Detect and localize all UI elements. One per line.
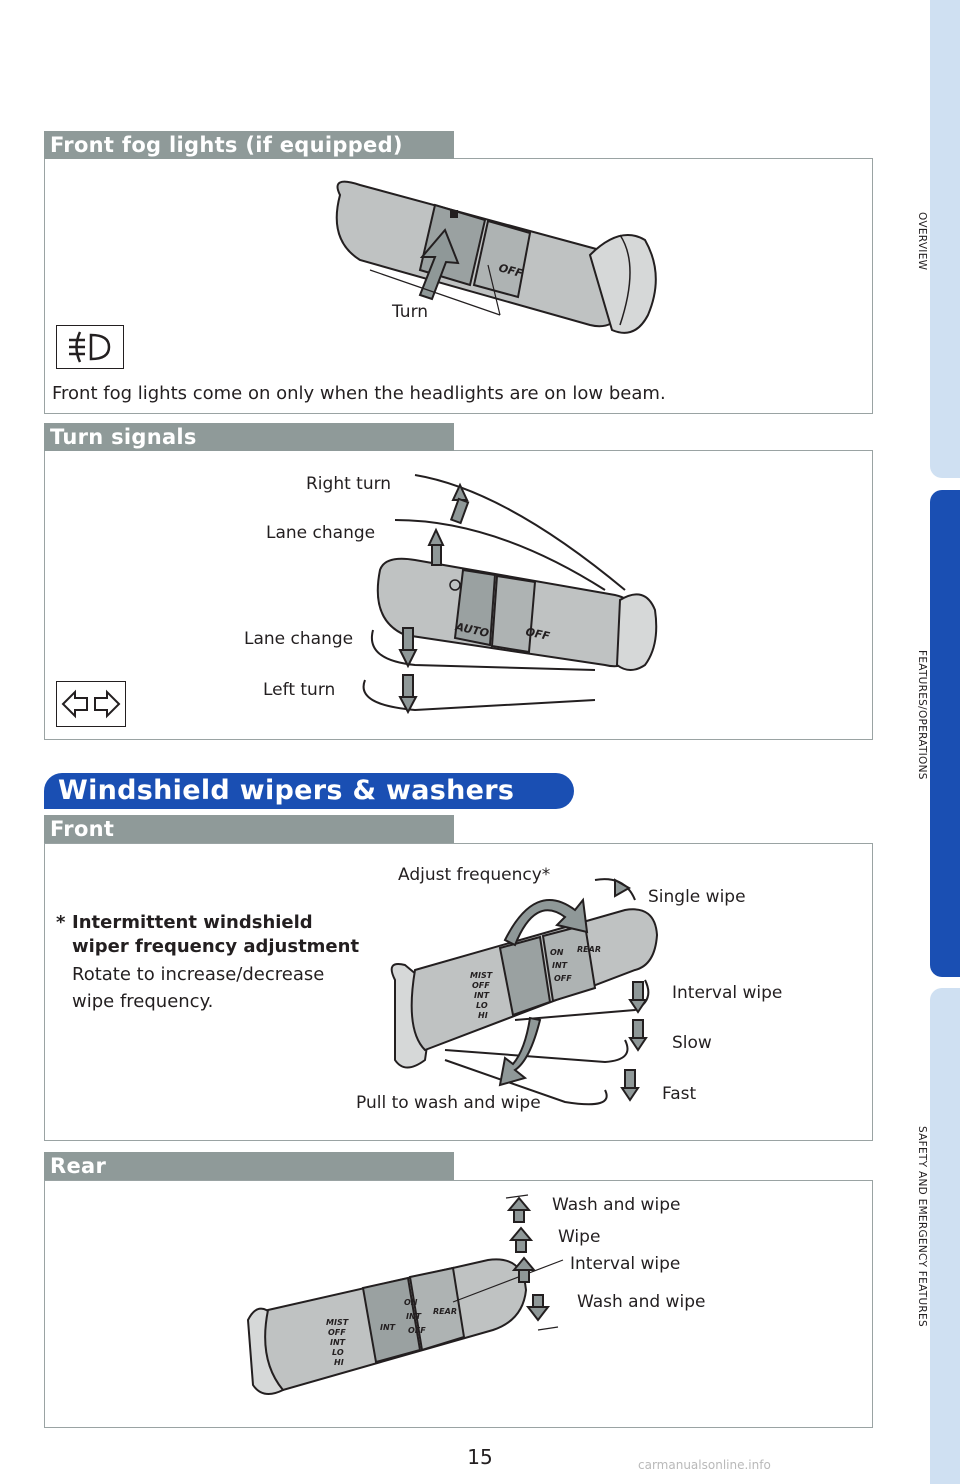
front-mark-mist: MIST: [470, 971, 493, 980]
turn-signal-lever-illustration: AUTO OFF: [362, 474, 658, 715]
rear-int-mark: INT: [380, 1323, 396, 1332]
footnote-body-2: wipe frequency.: [72, 991, 214, 1012]
turn-signals-header: Turn signals: [44, 423, 454, 451]
adjust-frequency-label: Adjust frequency*: [398, 865, 551, 885]
footnote-heading-1: Intermittent windshield: [72, 912, 313, 933]
rear-wash-wipe-top-label: Wash and wipe: [552, 1195, 681, 1215]
page-number: 15: [467, 1445, 493, 1469]
rear-rear-tag: REAR: [433, 1307, 457, 1316]
rear-rear-mark-int: INT: [406, 1312, 422, 1321]
rear-rear-mark-off: OFF: [408, 1326, 426, 1335]
front-mark-hi: HI: [478, 1011, 488, 1020]
fast-label: Fast: [662, 1084, 697, 1104]
wipers-main-header: Windshield wipers & washers: [44, 773, 574, 809]
rear-wiper-lever-illustration: MIST OFF INT LO HI INT ON INT OFF REAR: [246, 1194, 564, 1395]
turn-signal-arrows-icon: [61, 689, 121, 719]
side-tab-safety[interactable]: [930, 988, 960, 1484]
lane-change-up-label: Lane change: [266, 523, 376, 543]
front-rear-mark-off: OFF: [554, 974, 572, 983]
front-rear-mark-int: INT: [552, 961, 568, 970]
turn-signal-icon-box: [56, 681, 126, 727]
fog-note: Front fog lights come on only when the h…: [52, 383, 666, 404]
fog-switch-off-text: OFF: [497, 261, 524, 280]
fog-turn-label: Turn: [392, 302, 429, 322]
rear-rear-mark-on: ON: [404, 1298, 418, 1307]
side-label-features: FEATURES/OPERATIONS: [916, 650, 928, 780]
watermark: carmanualsonline.info: [638, 1458, 771, 1472]
rear-mark-hi: HI: [334, 1358, 344, 1367]
pull-wash-label: Pull to wash and wipe: [356, 1093, 541, 1113]
rear-mark-int: INT: [330, 1338, 346, 1347]
single-wipe-label: Single wipe: [648, 887, 746, 907]
side-tab-overview[interactable]: [930, 0, 960, 478]
rear-mark-mist: MIST: [326, 1318, 349, 1327]
side-tab-features-operations[interactable]: [930, 490, 960, 977]
front-fog-light-icon: [69, 331, 111, 363]
front-interval-wipe-label: Interval wipe: [672, 983, 783, 1003]
front-wipers-header: Front: [44, 815, 454, 843]
fog-lever-illustration: OFF: [335, 180, 657, 334]
side-label-overview: OVERVIEW: [916, 212, 928, 271]
lane-change-down-label: Lane change: [244, 629, 354, 649]
rear-mark-off: OFF: [328, 1328, 346, 1337]
rear-wipe-label: Wipe: [558, 1227, 601, 1247]
footnote-marker: *: [56, 912, 66, 933]
left-turn-label: Left turn: [263, 680, 336, 700]
front-rear-tag: REAR: [577, 945, 601, 954]
rear-mark-lo: LO: [332, 1348, 344, 1357]
slow-label: Slow: [672, 1033, 712, 1053]
rear-interval-wipe-label: Interval wipe: [570, 1254, 681, 1274]
front-wiper-lever-illustration: MIST OFF INT LO HI ON INT OFF REAR: [390, 878, 659, 1106]
front-mark-int: INT: [474, 991, 490, 1000]
fog-lights-header: Front fog lights (if equipped): [44, 131, 454, 159]
front-fog-light-icon-box: [56, 325, 124, 369]
rear-wipers-header: Rear: [44, 1152, 454, 1180]
front-mark-lo: LO: [476, 1001, 488, 1010]
turn-switch-off-text: OFF: [524, 625, 551, 643]
side-label-safety: SAFETY AND EMERGENCY FEATURES: [916, 1126, 928, 1327]
rear-wash-wipe-bottom-label: Wash and wipe: [577, 1292, 706, 1312]
front-mark-off: OFF: [472, 981, 490, 990]
footnote-body-1: Rotate to increase/decrease: [72, 964, 325, 985]
right-turn-label: Right turn: [306, 474, 392, 494]
footnote-heading-2: wiper frequency adjustment: [72, 936, 360, 957]
front-rear-mark-on: ON: [550, 948, 564, 957]
